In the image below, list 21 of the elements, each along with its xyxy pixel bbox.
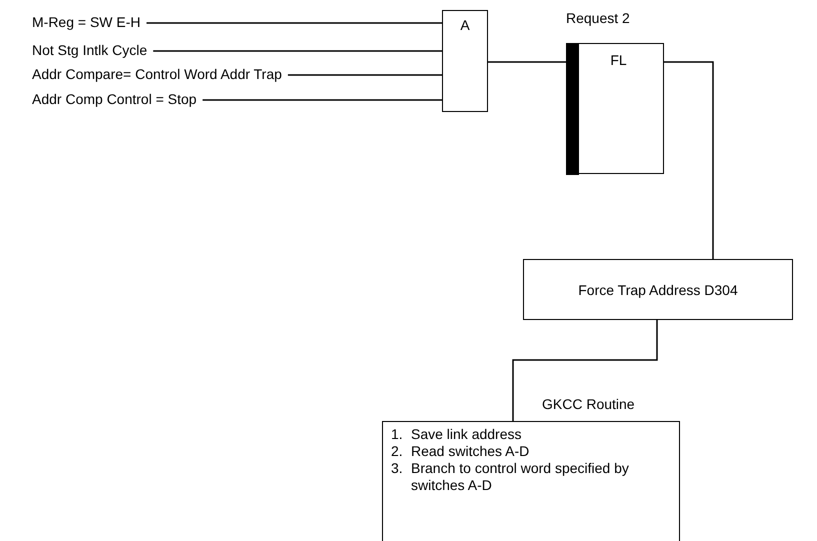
- connector-line: [488, 61, 566, 63]
- connector-line: [664, 61, 714, 259]
- gate-label: A: [460, 17, 470, 33]
- connector-line: [202, 99, 442, 101]
- list-item: 1. Save link address: [391, 426, 523, 443]
- list-item: 3. Branch to control word specified by switches A-D: [391, 460, 630, 494]
- signal-label: Not Stg Intlk Cycle: [32, 42, 148, 58]
- and-gate-box: [442, 10, 488, 112]
- box-label: FL: [609, 51, 628, 68]
- box-label: Force Trap Address D304: [578, 282, 738, 298]
- connector-line: [512, 320, 658, 421]
- list-item: 2. Read switches A-D: [391, 443, 530, 460]
- signal-label: Addr Comp Control = Stop: [32, 91, 197, 107]
- process-box: [523, 259, 793, 320]
- signal-label: M-Reg = SW E-H: [32, 14, 141, 30]
- box-heading: GKCC Routine: [542, 396, 635, 412]
- connector-line: [146, 22, 442, 24]
- box-heading: Request 2: [566, 10, 630, 26]
- connector-line: [288, 74, 442, 76]
- signal-label: Addr Compare= Control Word Addr Trap: [32, 66, 282, 82]
- connector-line: [153, 50, 442, 52]
